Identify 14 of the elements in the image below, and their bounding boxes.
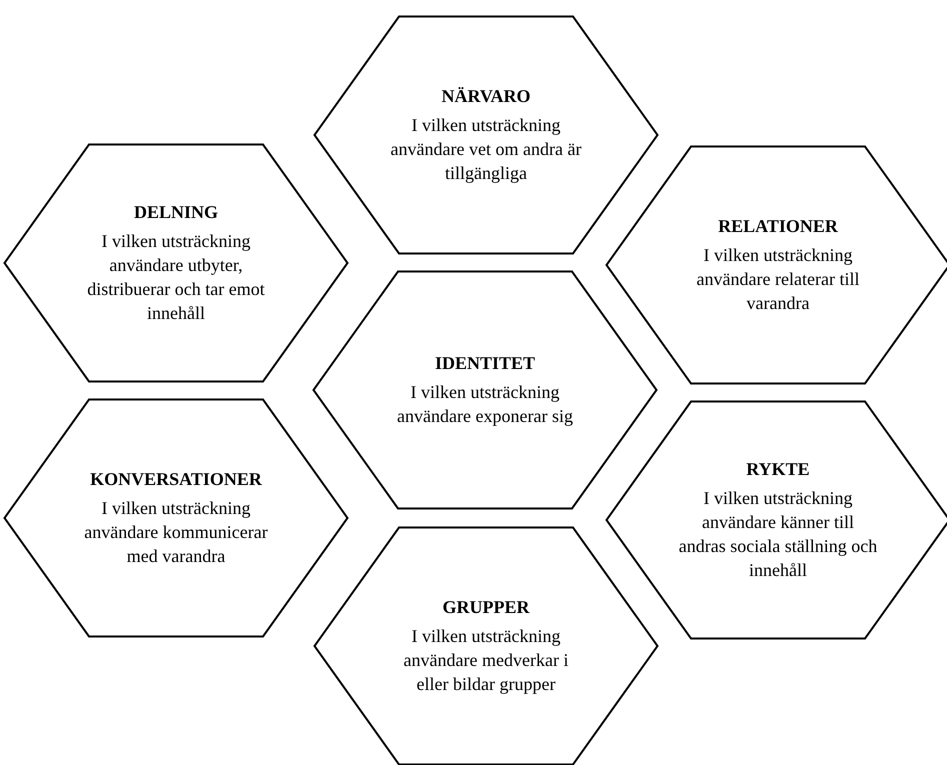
hexagon-description: I vilken utsträckning användare exponerar sig — [396, 380, 574, 428]
hexagon-title: NÄRVARO — [441, 86, 531, 106]
hexagon-description: I vilken utsträckning användare känner till andras sociala ställning och innehåll — [678, 486, 878, 582]
hexagon-description: I vilken utsträckning användare utbyter, distribuerar och tar emot innehåll — [86, 230, 266, 324]
hexagon-title: DELNING — [134, 202, 218, 222]
hexagon-description: I vilken utsträckning användare relaterar till varandra — [696, 244, 860, 314]
hexagon-title: RELATIONER — [718, 216, 838, 236]
hexagon-title: IDENTITET — [434, 352, 536, 374]
hexagon-description: I vilken utsträckning användare kommunicerar med varandra — [83, 496, 269, 568]
hexagon-description: I vilken utsträckning användare medverkar i eller bildar grupper — [402, 624, 570, 696]
hexagon-description: I vilken utsträckning användare vet om andra är tillgängliga — [390, 114, 582, 184]
hexagon-title: RYKTE — [746, 458, 810, 480]
hexagon-title: KONVERSATIONER — [90, 468, 262, 490]
hexagon-title: GRUPPER — [442, 596, 530, 618]
